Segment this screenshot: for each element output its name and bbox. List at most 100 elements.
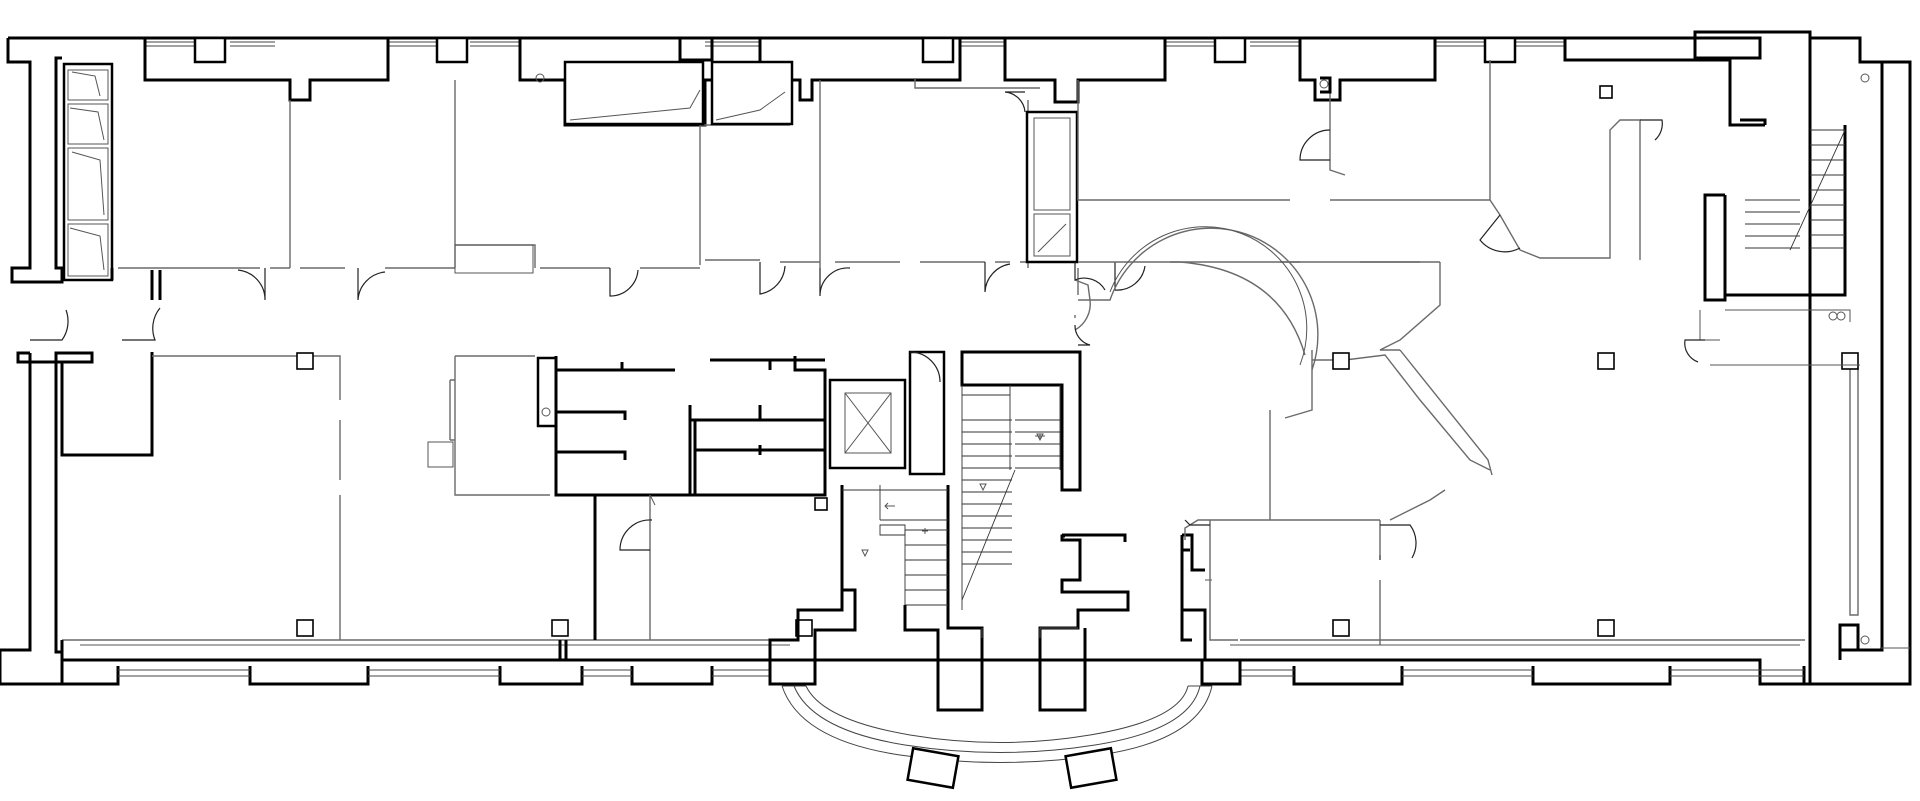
column-icon: [814, 497, 828, 511]
pilaster: [1213, 36, 1247, 64]
north-east-stair: [1684, 125, 1851, 363]
porch-column: [906, 746, 960, 790]
north-doors: [237, 262, 1146, 301]
chimney-icon: [1860, 73, 1870, 83]
built-in-closets: [535, 60, 1870, 126]
closet-block: [1025, 110, 1079, 264]
stair-arrow-icon: [861, 549, 869, 558]
pier: [1298, 38, 1437, 102]
center-closet: [1004, 91, 1079, 264]
door-swing-icon: [1479, 214, 1521, 253]
wall-stub: [1740, 118, 1767, 125]
column-icon: [795, 619, 813, 637]
closet: [67, 147, 109, 221]
wall-stub: [110, 268, 162, 300]
column-icon: [1332, 619, 1350, 637]
closet-block: [62, 62, 114, 282]
corridor-doors: [1074, 262, 1106, 354]
door-swing-icon: [619, 519, 653, 551]
pilaster: [921, 36, 955, 64]
door-swing-icon: [30, 309, 69, 341]
south-west-rooms: [60, 352, 813, 660]
door-swing-icon: [1114, 262, 1146, 291]
west-entrance-doors: [30, 307, 161, 341]
porch-arc: [793, 685, 1201, 753]
door-swing-icon: [1074, 324, 1091, 346]
west-closets: [62, 62, 162, 300]
door-swing-icon: [759, 262, 786, 295]
elevator-icon: [844, 392, 892, 454]
closet-block: [563, 60, 705, 126]
pilaster: [193, 36, 227, 64]
pier: [143, 38, 390, 102]
north-windows: [145, 41, 1565, 47]
west-wall: [0, 351, 94, 684]
column-icon: [1597, 352, 1615, 370]
exterior-walls: [0, 30, 1912, 686]
porch-column: [1064, 746, 1118, 790]
closet: [67, 103, 109, 145]
wall-stub: [1320, 76, 1332, 94]
closet: [1033, 213, 1071, 257]
pilaster: [435, 36, 469, 64]
door-swing-icon: [1684, 339, 1705, 363]
central-offices: [427, 355, 827, 640]
stair-landing: [454, 244, 534, 274]
door-swing-icon: [237, 268, 266, 301]
shaft-wall: [908, 350, 946, 476]
fixture: [427, 441, 454, 468]
door-swing-icon: [609, 268, 639, 297]
column-icon: [296, 619, 314, 637]
porch-arc: [805, 685, 1189, 743]
east-wall: [1838, 60, 1884, 660]
door-swing-icon: [819, 267, 851, 297]
column-icon: [1597, 619, 1615, 637]
chimney-icon: [1319, 79, 1329, 89]
stair-arrow-icon: [922, 528, 928, 534]
south-windows: [118, 669, 1804, 677]
closet: [67, 223, 109, 277]
chimney-icon: [535, 73, 545, 83]
door-swing-icon: [909, 351, 941, 383]
elevator: [814, 350, 946, 511]
column-icon: [1332, 352, 1350, 370]
pier: [678, 38, 714, 62]
door-swing-icon: [122, 307, 161, 341]
porch-arc: [781, 685, 1213, 763]
stair-arrow-icon: [979, 483, 987, 492]
door-swing-icon: [1004, 91, 1026, 113]
north-east-offices: [1077, 60, 1767, 263]
north-pilasters: [143, 36, 1765, 127]
chimney-icon: [1828, 311, 1838, 321]
closet: [1033, 117, 1071, 211]
entrance-vestibule: [768, 533, 1242, 712]
north-facade: [0, 30, 1812, 686]
front-porch: [781, 685, 1213, 790]
column-icon: [1599, 85, 1613, 99]
chimney-icon: [1836, 311, 1846, 321]
door-swing-icon: [1379, 524, 1417, 560]
stair-arrow-icon: [884, 502, 895, 510]
door-swing-icon: [1074, 262, 1106, 291]
door-swing-icon: [1299, 129, 1331, 161]
elevator-car: [844, 392, 892, 454]
door-swing-icon: [1184, 519, 1210, 526]
small-room: [60, 352, 154, 457]
pier: [1563, 38, 1765, 127]
closet: [67, 69, 109, 101]
pier: [1003, 38, 1167, 104]
chimney-icon: [1860, 635, 1870, 645]
pilaster: [1483, 36, 1517, 64]
south-east-hall: [1074, 226, 1910, 650]
door-swing-icon: [984, 262, 1011, 293]
door-swing-icon: [357, 268, 386, 301]
column-icon: [296, 352, 314, 370]
stair-arrow-icon: [1035, 433, 1045, 442]
closet-block: [710, 60, 794, 126]
column-icon: [551, 619, 569, 637]
south-facade: [0, 36, 1912, 686]
chimney-icon: [541, 407, 551, 417]
door-swing-icon: [1640, 119, 1663, 141]
north-partitions: [118, 78, 1040, 274]
